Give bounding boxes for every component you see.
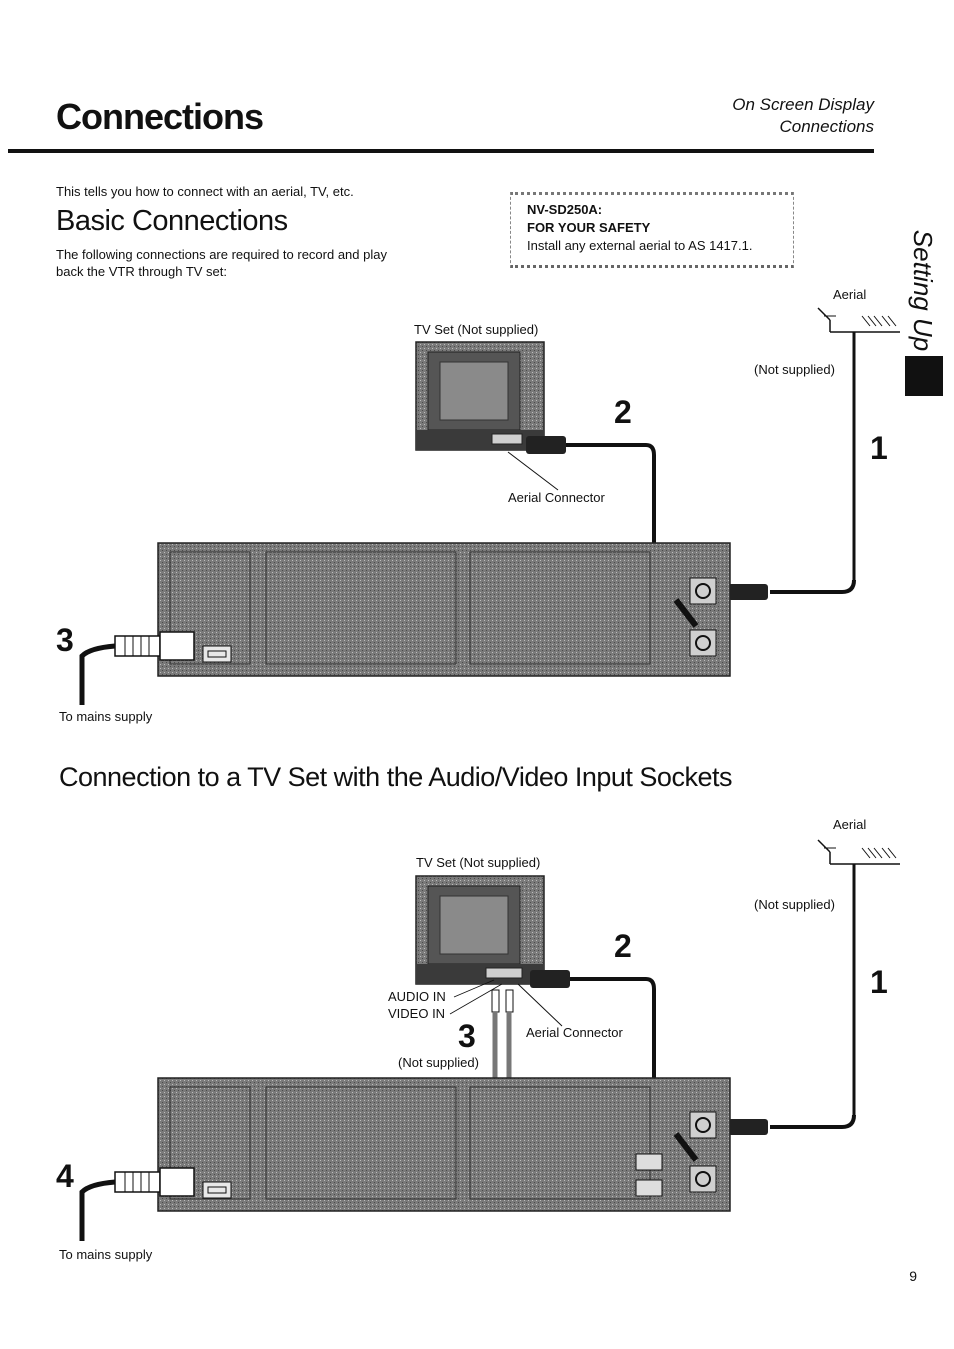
mains-cable-2	[79, 1167, 195, 1241]
side-tab-marker	[905, 356, 943, 396]
step-4-number: 4	[56, 1158, 74, 1194]
mains-cable-1	[79, 631, 195, 705]
breadcrumb-line-1: On Screen Display	[732, 95, 874, 114]
video-in-label: VIDEO IN	[388, 1006, 446, 1021]
audio-in-label: AUDIO IN	[388, 989, 446, 1004]
breadcrumb: On Screen Display Connections	[732, 94, 874, 138]
step-1-number-2: 1	[870, 964, 888, 1000]
basic-connections-text: The following connections are required t…	[56, 246, 387, 280]
tv-set-1	[415, 341, 545, 451]
step-3-number-2: 3	[458, 1018, 476, 1054]
basic-text-line-1: The following connections are required t…	[56, 247, 387, 262]
aerial-connector-label-1: Aerial Connector	[508, 490, 605, 505]
tv-set-2	[415, 875, 545, 985]
basic-text-line-2: back the VTR through TV set:	[56, 264, 228, 279]
step-3-number: 3	[56, 622, 74, 658]
header-rule	[8, 149, 874, 153]
cable-not-supplied-label: (Not supplied)	[398, 1055, 479, 1070]
page-title: Connections	[56, 96, 264, 137]
aerial-2	[728, 839, 900, 1135]
not-supplied-label-1: (Not supplied)	[754, 362, 835, 377]
not-supplied-label-2: (Not supplied)	[754, 897, 835, 912]
notice-text: Install any external aerial to AS 1417.1…	[527, 238, 753, 253]
step-2-number: 2	[614, 394, 632, 430]
step-2-number-2: 2	[614, 928, 632, 964]
notice-model: NV-SD250A:	[527, 202, 603, 217]
vcr-rear-panel-1	[157, 542, 731, 677]
aerial-connector-label-2: Aerial Connector	[526, 1025, 623, 1040]
vcr-rear-panel-2	[157, 1077, 731, 1212]
aerial-label-1: Aerial	[833, 287, 867, 302]
step-1-number: 1	[870, 430, 888, 466]
aerial-label-2: Aerial	[833, 817, 867, 832]
section-side-tab: Setting Up	[903, 229, 943, 396]
notice-title: FOR YOUR SAFETY	[527, 220, 651, 235]
mains-label-2: To mains supply	[59, 1247, 153, 1262]
intro-text: This tells you how to connect with an ae…	[56, 184, 354, 199]
basic-connections-heading: Basic Connections	[56, 205, 288, 237]
tv-set-label-1: TV Set (Not supplied)	[414, 322, 539, 337]
av-connection-heading: Connection to a TV Set with the Audio/Vi…	[59, 762, 732, 792]
tv-set-label-2: TV Set (Not supplied)	[416, 855, 541, 870]
page-number: 9	[909, 1268, 917, 1284]
safety-notice: NV-SD250A: FOR YOUR SAFETY Install any e…	[510, 192, 794, 268]
aerial-1	[728, 307, 900, 600]
mains-label-1: To mains supply	[59, 709, 153, 724]
breadcrumb-line-2: Connections	[779, 117, 874, 136]
